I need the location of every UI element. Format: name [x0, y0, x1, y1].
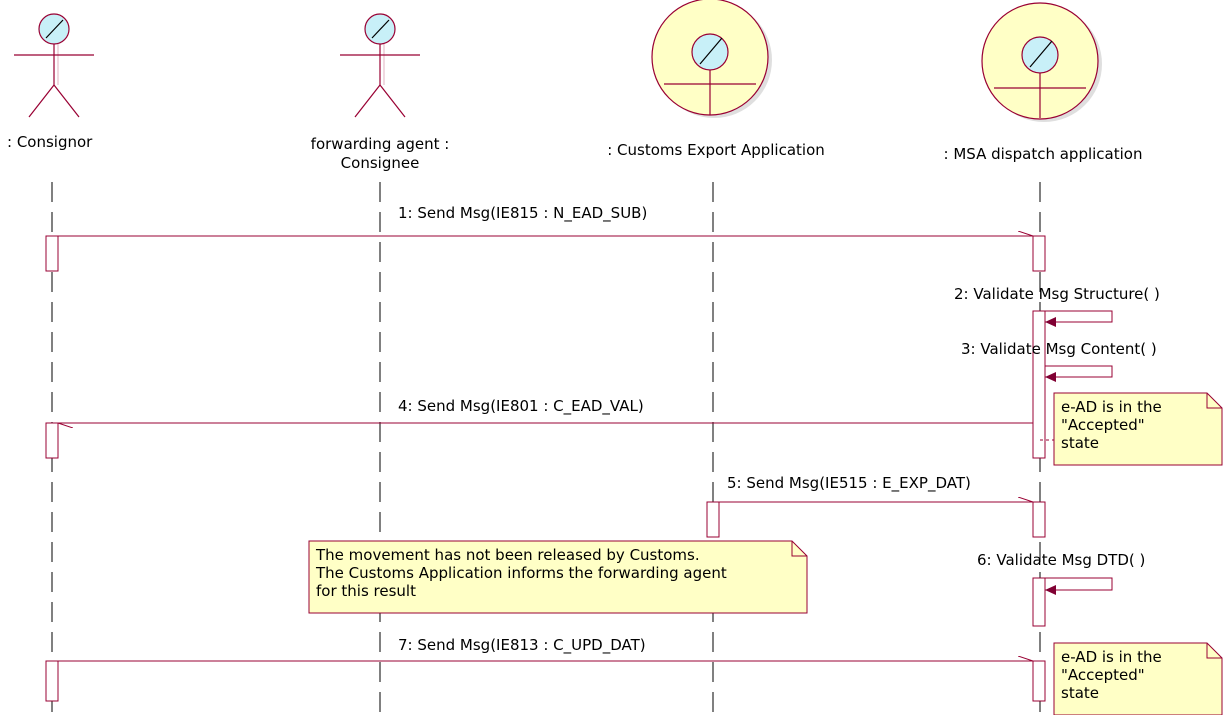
message-arrows	[58, 236, 1113, 662]
message-2-arrow	[1045, 310, 1113, 327]
consignor-label: : Consignor	[7, 133, 93, 151]
message-1-label: 1: Send Msg(IE815 : N_EAD_SUB)	[398, 204, 648, 222]
activation-msa-5	[1032, 660, 1046, 702]
msa-dispatch-label: : MSA dispatch application	[943, 145, 1143, 163]
activation-msa-4	[1032, 577, 1046, 627]
customs-export-boundary-icon	[651, 0, 772, 118]
note-accepted-1-text: e-AD is in the "Accepted" state	[1061, 398, 1162, 452]
message-5-label: 5: Send Msg(IE515 : E_EXP_DAT)	[727, 474, 971, 492]
message-7-label: 7: Send Msg(IE813 : C_UPD_DAT)	[398, 636, 646, 654]
activation-msa-3	[1032, 501, 1046, 538]
note-released-shape	[308, 540, 808, 614]
message-3-arrow	[1045, 365, 1113, 382]
message-2-label: 2: Validate Msg Structure( )	[954, 285, 1160, 303]
note-accepted-2-shape	[1053, 642, 1223, 715]
consignor-actor-icon	[14, 13, 94, 118]
forwarding-agent-label-line2: Consignee	[340, 154, 420, 172]
note-accepted-1-shape	[1040, 392, 1223, 466]
activation-consignor-1	[45, 235, 59, 272]
activation-customs-1	[706, 501, 720, 538]
msa-dispatch-boundary-icon	[981, 2, 1102, 122]
forwarding-agent-label-line1: forwarding agent :	[310, 135, 450, 153]
forwarding-agent-actor-icon	[340, 13, 420, 118]
activation-msa-1	[1032, 235, 1046, 272]
activation-msa-2	[1032, 310, 1046, 459]
message-6-label: 6: Validate Msg DTD( )	[977, 551, 1146, 569]
note-accepted-2-text: e-AD is in the "Accepted" state	[1061, 648, 1162, 702]
note-released-text: The movement has not been released by Cu…	[316, 546, 727, 600]
message-4-label: 4: Send Msg(IE801 : C_EAD_VAL)	[398, 397, 644, 415]
activation-consignor-3	[45, 660, 59, 702]
message-3-label: 3: Validate Msg Content( )	[961, 340, 1157, 358]
activation-consignor-2	[45, 422, 59, 459]
message-6-arrow	[1045, 577, 1113, 595]
customs-export-label: : Customs Export Application	[607, 141, 825, 159]
activation-bars	[45, 235, 1046, 702]
